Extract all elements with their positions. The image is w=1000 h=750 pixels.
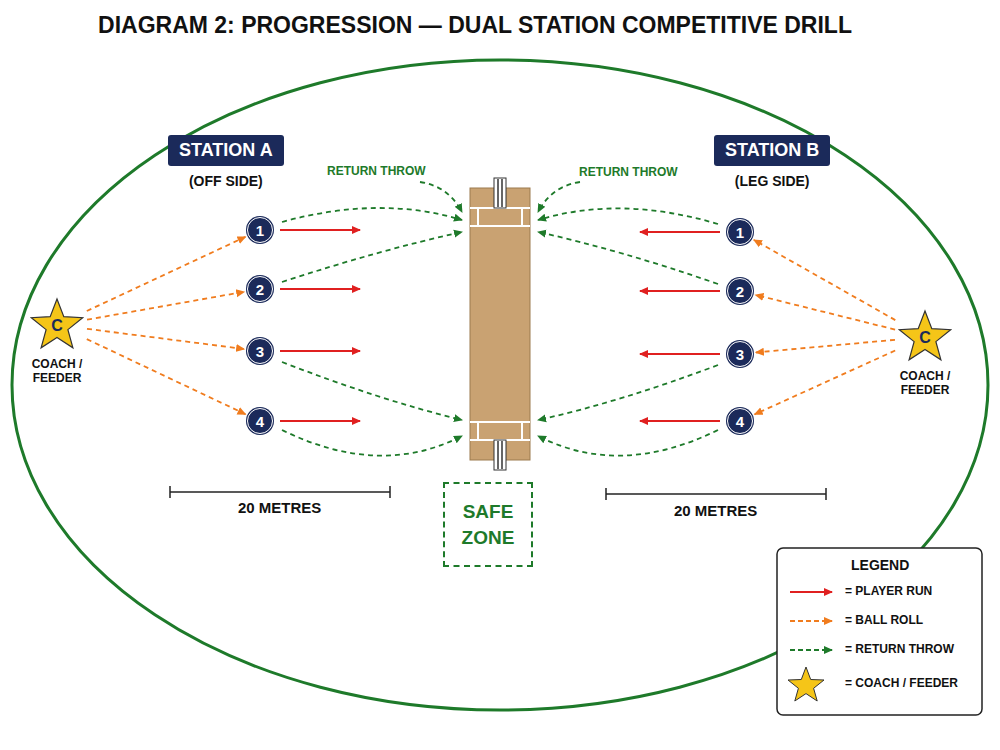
callout-number: 4: [256, 414, 264, 429]
zone-label: SAFE ZONE: [456, 499, 520, 551]
callout-number: 2: [736, 284, 744, 299]
ball-roll-connector: [756, 295, 896, 330]
player-node: 3: [727, 341, 753, 367]
legend-text: = PLAYER RUN: [845, 584, 932, 598]
callout-number: 3: [256, 344, 264, 359]
callout-number: 1: [736, 225, 744, 240]
legend-text: = COACH / FEEDER: [845, 676, 958, 690]
station-node: STATION B(LEG SIDE): [714, 135, 830, 166]
player-node: 2: [247, 276, 273, 302]
player-node: 4: [727, 408, 753, 434]
callout-number: 3: [736, 347, 744, 362]
safe-node: SAFE ZONE: [443, 482, 533, 567]
legend-text: = RETURN THROW: [845, 642, 954, 656]
player-node: 4: [247, 408, 273, 434]
ball-roll-connector: [756, 340, 895, 353]
ball-roll-connector: [87, 339, 246, 414]
callout-number: 4: [736, 414, 744, 429]
ball-roll-connector: [87, 329, 244, 349]
coach-node: CCOACH / FEEDER: [897, 309, 953, 365]
player-node: 1: [247, 217, 273, 243]
coach-label: COACH / FEEDER: [885, 369, 965, 397]
coach-node: CCOACH / FEEDER: [29, 297, 85, 353]
station-name: STATION B: [725, 140, 819, 161]
coach-mark: C: [29, 317, 85, 335]
callout-number: 1: [256, 223, 264, 238]
player-node: 2: [727, 278, 753, 304]
player-runs: [280, 230, 720, 421]
ball-roll-connector: [87, 237, 246, 311]
legend-title: LEGEND: [849, 557, 911, 573]
legend-panel: [777, 548, 982, 715]
coach-mark: C: [897, 329, 953, 347]
station-side: (LEG SIDE): [694, 173, 850, 189]
return-throws: [282, 182, 718, 456]
callout-number: 2: [256, 282, 264, 297]
station-side: (OFF SIDE): [148, 173, 304, 189]
dimension-label: 20 METRES: [672, 502, 759, 519]
ball-roll-connector: [87, 292, 244, 320]
station-name: STATION A: [179, 140, 273, 161]
coach-label: COACH / FEEDER: [17, 357, 97, 385]
diagram-title: DIAGRAM 2: PROGRESSION — DUAL STATION CO…: [0, 12, 950, 39]
pitch: [470, 178, 530, 470]
throw-label: RETURN THROW: [577, 165, 680, 179]
ball-roll-connector: [754, 240, 895, 320]
player-node: 1: [727, 219, 753, 245]
throw-label: RETURN THROW: [325, 164, 428, 178]
ball-roll-connector: [755, 351, 896, 415]
legend-text: = BALL ROLL: [845, 613, 923, 627]
player-node: 3: [247, 338, 273, 364]
connector-layer: [87, 237, 896, 415]
station-node: STATION A(OFF SIDE): [168, 135, 284, 166]
dimension-label: 20 METRES: [236, 499, 323, 516]
